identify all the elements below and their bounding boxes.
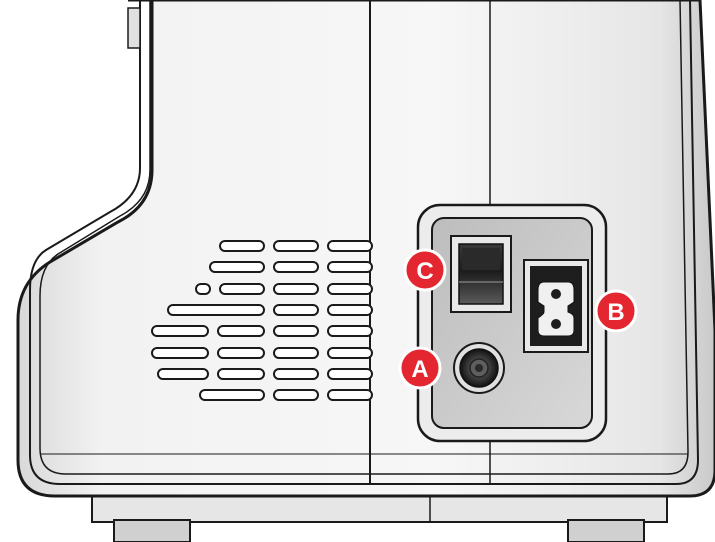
vent-slot (273, 304, 319, 316)
vent-slot (151, 347, 209, 359)
right-foot (567, 519, 645, 542)
power-switch[interactable] (450, 235, 512, 313)
left-foot (113, 519, 191, 542)
vent-slot (273, 283, 319, 295)
callout-a: A (398, 346, 442, 390)
vent-slot (327, 389, 373, 401)
vent-slot (327, 304, 373, 316)
vent-slot (219, 283, 265, 295)
vent-slot (327, 325, 373, 337)
vent-slot (273, 347, 319, 359)
vent-slot (273, 389, 319, 401)
vent-slot (209, 261, 265, 273)
body-inner-highlight (39, 0, 689, 475)
vent-slot (199, 389, 265, 401)
vent-slot (217, 325, 265, 337)
vent-slot (157, 368, 209, 380)
power-cord-socket[interactable] (523, 259, 589, 353)
vent-slot (217, 368, 265, 380)
vent-slot (327, 261, 373, 273)
foot-control-socket[interactable] (453, 342, 505, 394)
socket-pin (551, 319, 561, 329)
callout-b-label: B (607, 299, 624, 326)
vent-slot (273, 240, 319, 252)
connector-panel (416, 203, 608, 443)
vent-slot (273, 368, 319, 380)
callout-b: B (594, 289, 638, 333)
callout-a-label: A (411, 356, 428, 383)
vent-slot (327, 240, 373, 252)
vent-slot (327, 368, 373, 380)
vent-slot (151, 325, 209, 337)
vent-slot (327, 283, 373, 295)
ventilation-grille (151, 240, 373, 401)
top-left-tab (127, 7, 141, 49)
vent-slot (217, 347, 265, 359)
callout-c-label: C (416, 258, 433, 285)
callout-c: C (403, 248, 447, 292)
body-inner-edge (29, 0, 700, 485)
vent-slot (273, 325, 319, 337)
vent-slot (327, 347, 373, 359)
vent-slot (219, 240, 265, 252)
vent-slot (273, 261, 319, 273)
socket-pin (551, 289, 561, 299)
vent-slot (195, 283, 211, 295)
vent-slot (167, 304, 265, 316)
